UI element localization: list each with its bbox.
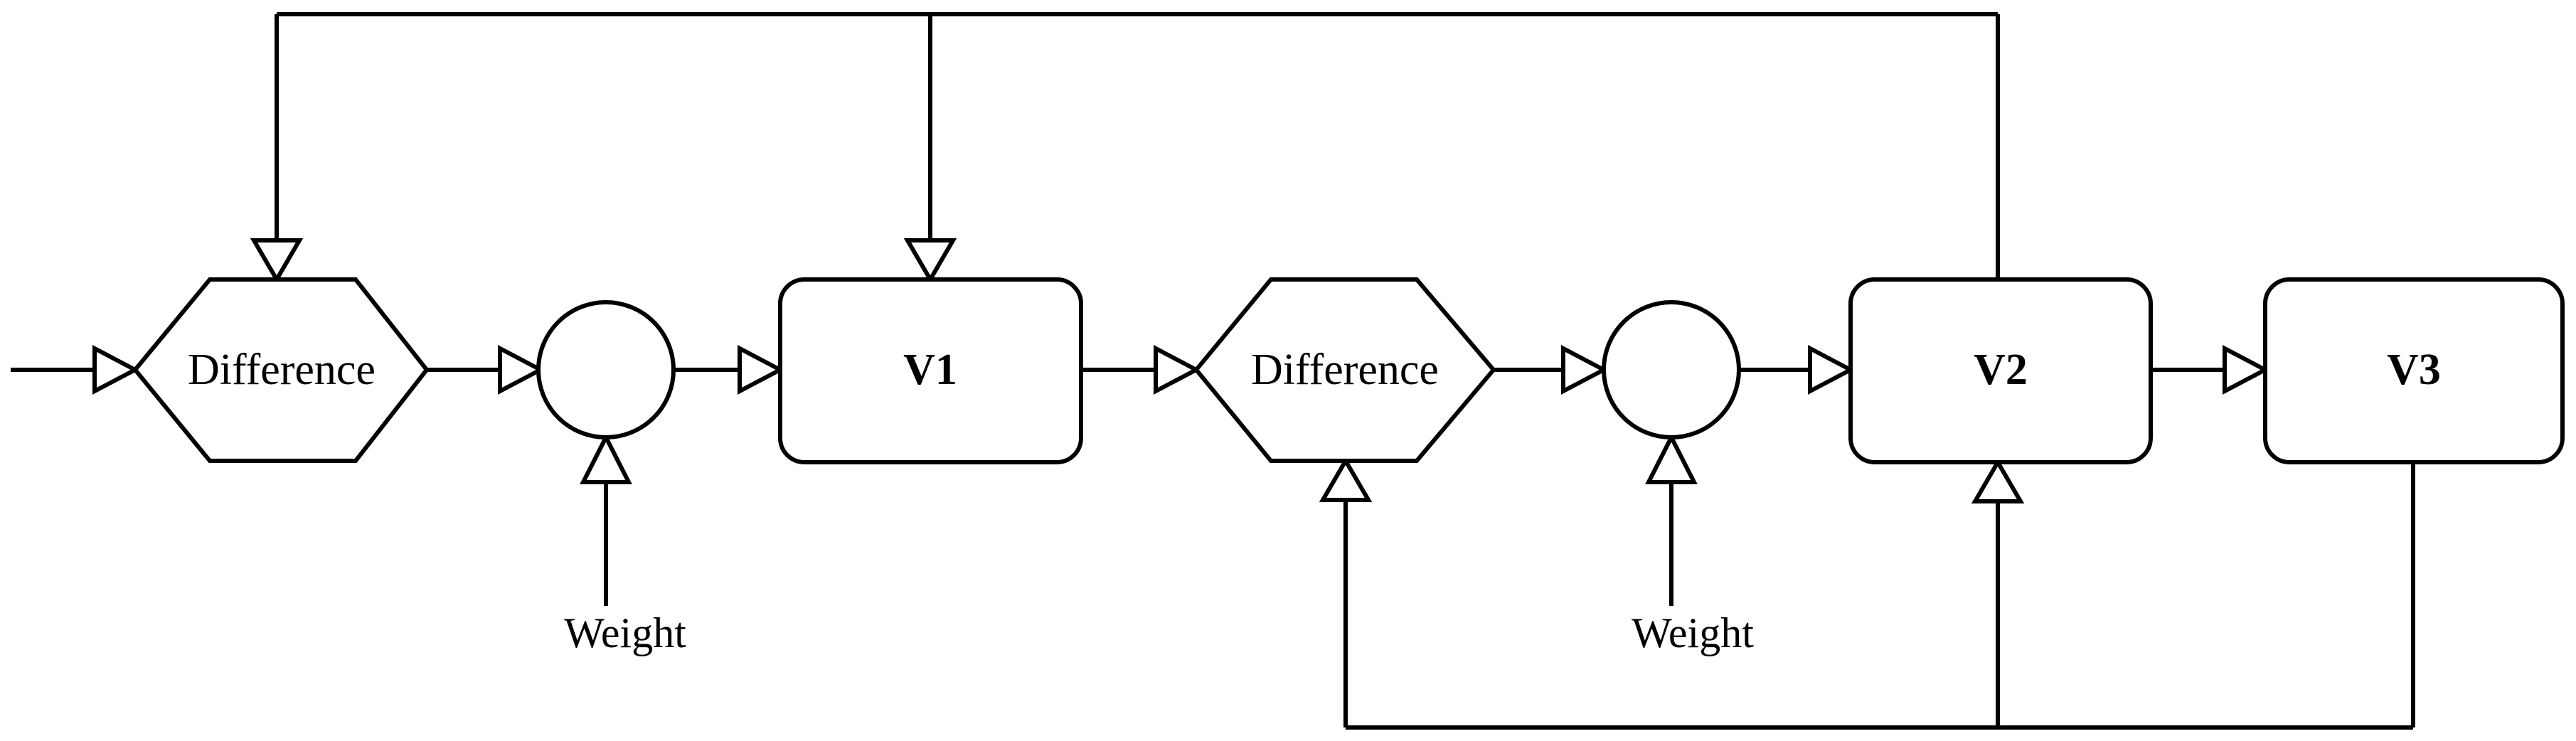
v1-box-shape — [778, 277, 1083, 464]
difference1-hexagon-shape — [132, 277, 430, 463]
v2-box-shape — [1848, 277, 2153, 464]
v3-label: V3 — [2387, 346, 2441, 394]
arrowhead-into-difference2-left — [1154, 345, 1201, 395]
arrowhead-into-difference1-top — [250, 238, 304, 284]
arrowhead-into-v3-left — [2223, 345, 2270, 395]
v1-label: V1 — [903, 346, 957, 394]
arrowhead-into-v1-left — [738, 345, 785, 395]
node-difference1[interactable]: Difference — [132, 277, 430, 463]
v2-label: V2 — [1974, 346, 2028, 394]
arrowhead-into-sum1-left — [498, 345, 545, 395]
edge-v3-bottom-feedback-bus — [1343, 462, 2415, 730]
node-difference2[interactable]: Difference — [1193, 277, 1496, 463]
edge-v2-top-feedback-bus — [275, 12, 2000, 279]
node-v1[interactable]: V1 — [778, 277, 1083, 464]
arrowhead-into-v2-left — [1808, 345, 1856, 395]
arrowhead-into-difference2-bottom — [1319, 457, 1373, 502]
sum2-circle-shape — [1602, 300, 1741, 439]
difference1-label: Difference — [188, 346, 376, 394]
node-v2[interactable]: V2 — [1848, 277, 2153, 464]
v3-box-shape — [2263, 277, 2565, 464]
arrowhead-into-v2-bottom — [1971, 458, 2025, 503]
arrowhead-into-sum1-bottom — [580, 432, 632, 484]
node-sum1[interactable] — [536, 300, 676, 439]
arrowhead-into-sum2-left — [1561, 345, 1609, 395]
arrowhead-into-difference1-left — [92, 345, 140, 395]
arrowhead-into-sum2-bottom — [1645, 432, 1698, 484]
sum1-circle-shape — [536, 300, 676, 439]
weight1-label: Weight — [564, 609, 686, 656]
difference2-label: Difference — [1251, 346, 1439, 394]
arrowhead-into-v1-top — [903, 238, 957, 284]
node-v3[interactable]: V3 — [2263, 277, 2565, 464]
difference2-hexagon-shape — [1193, 277, 1496, 463]
node-sum2[interactable] — [1602, 300, 1741, 439]
weight2-label: Weight — [1632, 609, 1754, 656]
